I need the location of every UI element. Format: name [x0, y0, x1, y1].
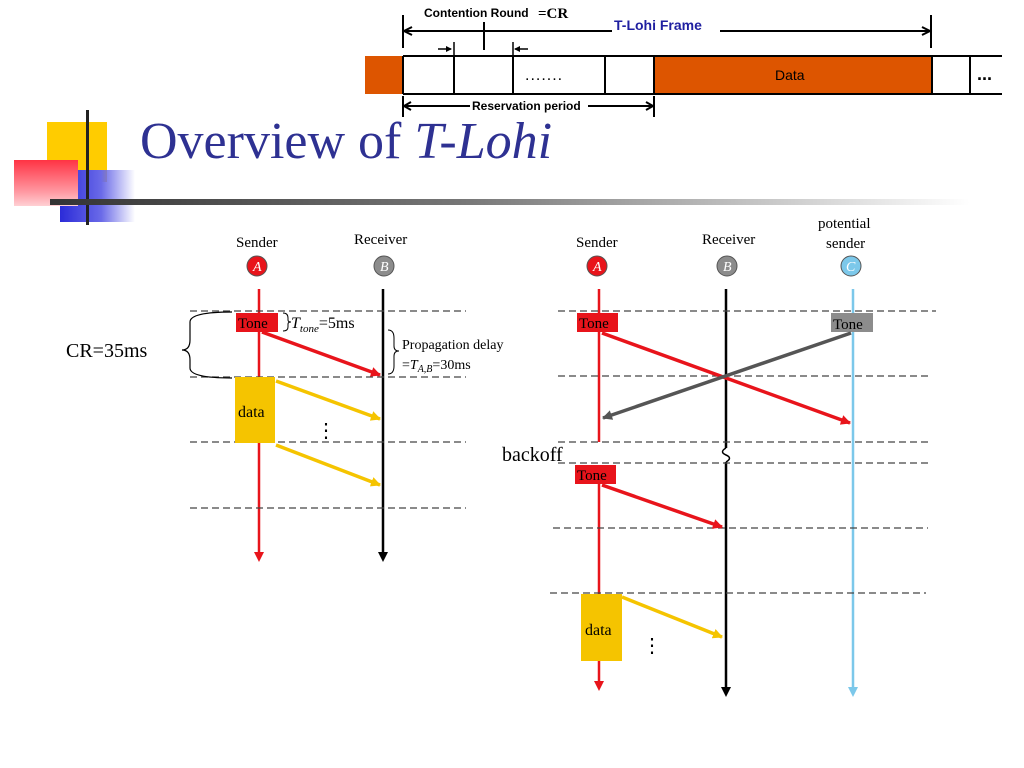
left-ttone-t: T [291, 315, 301, 332]
decor-red-square [14, 160, 78, 206]
left-prop-line1: Propagation delay [402, 338, 503, 353]
right-receiver-label: Receiver [702, 232, 755, 248]
left-ttone-text: Ttone=5ms [291, 315, 355, 335]
left-diagram: Sender Receiver A B Tone Ttone=5ms [66, 232, 503, 562]
reservation-label: Reservation period [472, 99, 581, 113]
right-diagram: Sender Receiver potential sender A B C [502, 216, 936, 697]
right-data-arrow [621, 595, 723, 639]
left-data-arrow-1 [275, 379, 381, 421]
left-cr-brace [181, 311, 233, 379]
tlohi-frame-label: T-Lohi Frame [614, 17, 702, 33]
slide-title-italic: T-Lohi [414, 113, 553, 170]
right-tone-a2-label: Tone [577, 468, 607, 484]
right-potential-line1: potential [818, 216, 871, 232]
frame-dots: ....... [525, 67, 563, 84]
right-receiver-timeline-head [721, 687, 731, 697]
slot-arrow-right-head [514, 46, 520, 52]
left-tone-arrow [261, 330, 381, 377]
right-node-b [716, 255, 738, 277]
right-tone-a2-box [575, 465, 616, 484]
left-prop-sub: A,B [417, 364, 433, 375]
frame-data-block [653, 55, 933, 95]
left-ttone-brace [282, 312, 292, 332]
left-ttone-sub: tone [300, 323, 319, 335]
right-tone-a-label: Tone [579, 316, 609, 332]
left-node-a-label: A [252, 260, 262, 275]
left-tone-label: Tone [238, 316, 268, 332]
right-data-label: data [585, 622, 612, 639]
decor-vertical-line [86, 110, 89, 225]
left-receiver-label: Receiver [354, 232, 407, 248]
slide-title-prefix: Overview of [140, 113, 415, 170]
left-node-b-label: B [380, 260, 389, 275]
right-tone-a2-arrow [601, 483, 723, 529]
right-tone-a-arrow [601, 331, 851, 425]
frame-more-dots: ... [977, 64, 992, 84]
frame-arrow-left [401, 26, 413, 36]
right-node-a-label: A [592, 260, 602, 275]
right-data-box [581, 594, 622, 661]
left-prop-brace [387, 329, 400, 375]
left-data-arrow-2 [275, 443, 381, 487]
left-cr-label: CR=35ms [66, 340, 148, 362]
frame-strip: Contention Round =CR T-Lohi Frame ......… [365, 6, 1002, 117]
left-sender-label: Sender [236, 235, 278, 251]
right-sender-timeline-head [594, 681, 604, 691]
right-node-c-label: C [846, 260, 856, 275]
left-node-b [373, 255, 395, 277]
left-tone-box [236, 313, 278, 332]
left-ttone-value: =5ms [319, 315, 355, 332]
right-tone-c-arrow [602, 331, 852, 420]
left-sender-timeline-head [254, 552, 264, 562]
right-sender-label: Sender [576, 235, 618, 251]
contention-round-label: Contention Round [424, 6, 529, 20]
left-data-label: data [238, 404, 265, 421]
left-prop-eq: = [402, 358, 410, 373]
right-potential-line2: sender [826, 236, 865, 252]
frame-data-label: Data [775, 67, 805, 83]
right-potential-timeline-head [848, 687, 858, 697]
right-node-c [840, 255, 862, 277]
reservation-arrow-right [645, 101, 656, 111]
cr-label: =CR [538, 6, 568, 22]
left-receiver-timeline-head [378, 552, 388, 562]
reservation-arrow-left [401, 101, 412, 111]
left-node-a [246, 255, 268, 277]
left-prop-value: =30ms [432, 358, 470, 373]
left-prop-line2: =TA,B=30ms [402, 358, 471, 375]
left-prop-t: T [410, 358, 419, 373]
slide-title: Overview of T-Lohi [140, 112, 552, 171]
right-tone-c-box [831, 313, 873, 332]
right-vdots: ⋮ [642, 635, 662, 657]
title-rule [50, 199, 970, 205]
left-data-box [235, 377, 275, 443]
right-node-a [586, 255, 608, 277]
frame-label-bg [612, 20, 720, 40]
slot-arrow-left-head [446, 46, 452, 52]
right-node-b-label: B [723, 260, 732, 275]
frame-prev-block [365, 56, 403, 94]
right-receiver-break [721, 447, 731, 463]
frame-arrow-right [921, 26, 933, 36]
left-vdots: ⋮ [316, 420, 336, 442]
right-backoff-label: backoff [502, 444, 563, 466]
right-tone-c-label: Tone [833, 317, 863, 333]
reservation-label-bg [470, 98, 588, 114]
right-tone-a-box [577, 313, 618, 332]
